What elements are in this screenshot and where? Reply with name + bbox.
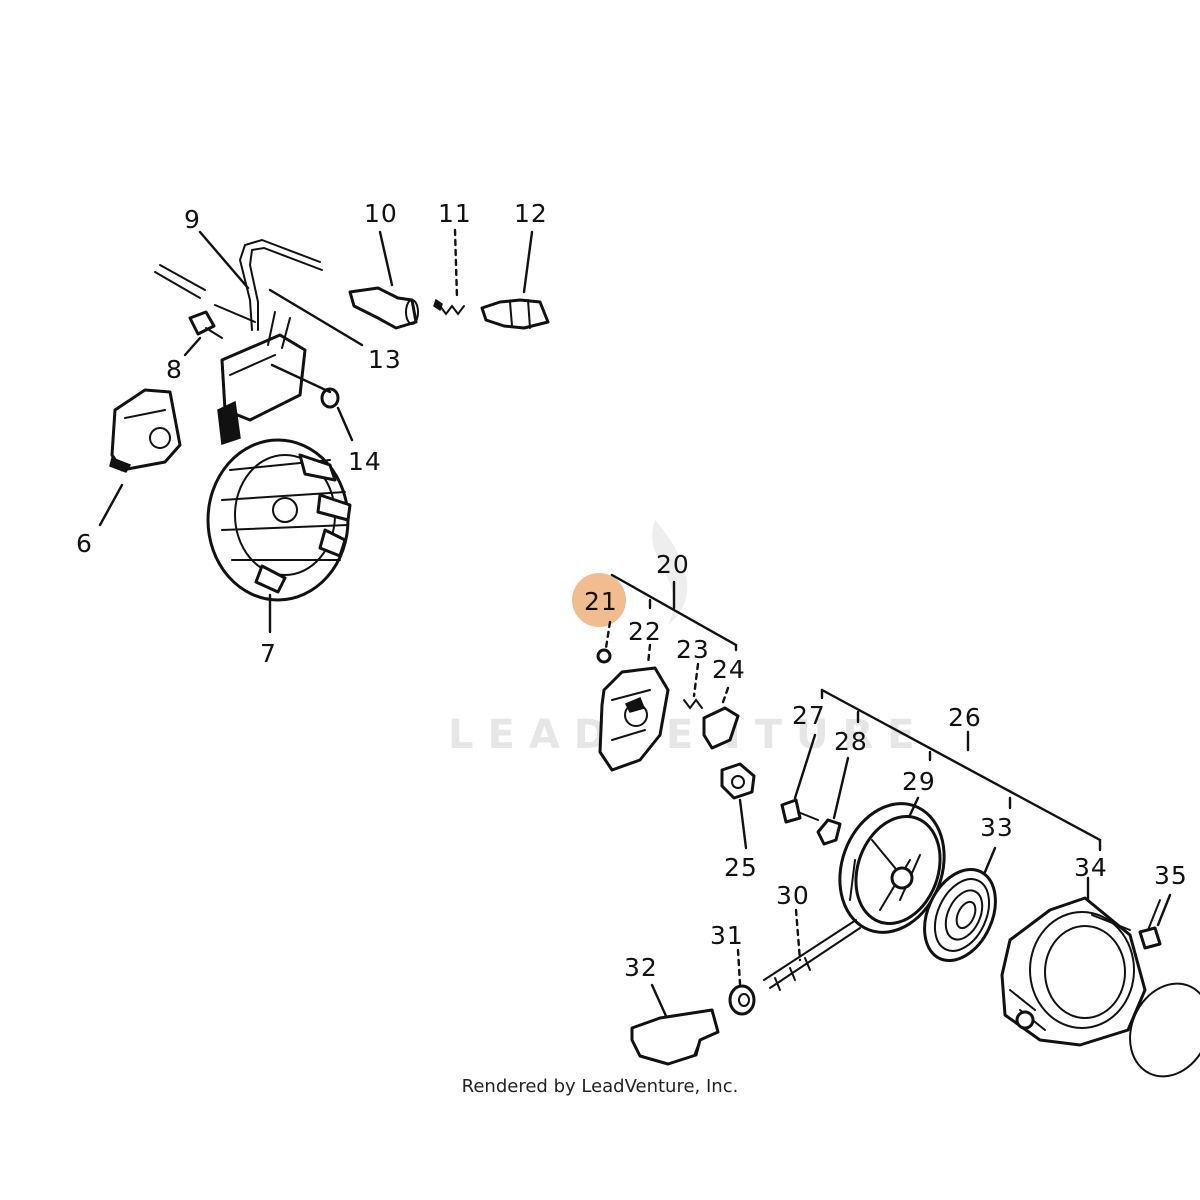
callout-11[interactable]: 11 — [438, 199, 472, 228]
callout-34[interactable]: 34 — [1074, 853, 1108, 882]
part-25-nut[interactable] — [720, 762, 756, 800]
part-6-shoe[interactable] — [109, 388, 182, 473]
callout-27[interactable]: 27 — [792, 701, 826, 730]
upper-leaders — [98, 228, 534, 634]
leader-33 — [983, 846, 997, 874]
leader-30 — [794, 908, 802, 962]
leader-31 — [736, 948, 742, 986]
gasket-ring — [1129, 982, 1200, 1078]
part-29-reel[interactable] — [822, 789, 961, 947]
callout-31[interactable]: 31 — [710, 921, 744, 950]
callout-24[interactable]: 24 — [712, 655, 746, 684]
callout-21[interactable]: 21 — [584, 587, 618, 616]
callout-35[interactable]: 35 — [1154, 861, 1188, 890]
part-8-bolt[interactable] — [188, 310, 223, 339]
leader-25 — [738, 798, 748, 850]
group-20-bracket — [604, 573, 738, 707]
part-23-spring[interactable] — [683, 698, 703, 710]
leader-35 — [1156, 893, 1172, 927]
watermark-text: LEADVENTURE — [448, 712, 929, 758]
part-22-ratchet[interactable] — [598, 666, 670, 772]
callouts: 6 7 8 9 10 11 12 13 14 20 21 22 23 24 25… — [76, 199, 1188, 982]
group-26-bracket — [820, 688, 1102, 852]
leader-27 — [793, 733, 817, 800]
callout-26[interactable]: 26 — [948, 703, 982, 732]
leader-28 — [832, 756, 850, 820]
part-11-spring[interactable] — [433, 298, 465, 316]
callout-28[interactable]: 28 — [834, 727, 868, 756]
callout-25[interactable]: 25 — [724, 853, 758, 882]
part-21-spring[interactable] — [596, 648, 612, 664]
part-35-bolt[interactable] — [1138, 899, 1162, 950]
callout-30[interactable]: 30 — [776, 881, 810, 910]
part-34-starter-case[interactable] — [1000, 896, 1147, 1047]
callout-20[interactable]: 20 — [656, 550, 690, 579]
callout-9[interactable]: 9 — [184, 205, 201, 234]
callout-7[interactable]: 7 — [260, 639, 277, 668]
footer-credit: Rendered by LeadVenture, Inc. — [461, 1076, 739, 1097]
callout-32[interactable]: 32 — [624, 953, 658, 982]
part-30-rope[interactable] — [763, 919, 861, 991]
callout-12[interactable]: 12 — [514, 199, 548, 228]
part-10-plug-cap[interactable] — [348, 286, 419, 330]
part-27-screw[interactable] — [780, 798, 819, 824]
part-7-flywheel[interactable] — [206, 438, 352, 602]
callout-33[interactable]: 33 — [980, 813, 1014, 842]
part-12-spark-plug[interactable] — [480, 298, 550, 330]
callout-6[interactable]: 6 — [76, 529, 93, 558]
callout-8[interactable]: 8 — [166, 355, 183, 384]
leader-29 — [908, 796, 920, 817]
highlight-part-21[interactable] — [572, 573, 626, 627]
callout-22[interactable]: 22 — [628, 617, 662, 646]
callout-29[interactable]: 29 — [902, 767, 936, 796]
watermark: LEADVENTURE — [448, 520, 929, 758]
part-24-pawl[interactable] — [702, 706, 740, 750]
part-33-recoil-spring[interactable] — [911, 858, 1010, 972]
callout-14[interactable]: 14 — [348, 447, 382, 476]
part-32-handle[interactable] — [630, 1008, 720, 1066]
part-31-bushing[interactable] — [728, 984, 756, 1016]
callout-23[interactable]: 23 — [676, 635, 710, 664]
leader-32 — [650, 983, 668, 1018]
part-28-washer[interactable] — [816, 818, 842, 846]
callout-10[interactable]: 10 — [364, 199, 398, 228]
part-14-nut[interactable] — [320, 387, 340, 409]
callout-13[interactable]: 13 — [368, 345, 402, 374]
part-9-ignition-coil[interactable] — [154, 238, 323, 446]
